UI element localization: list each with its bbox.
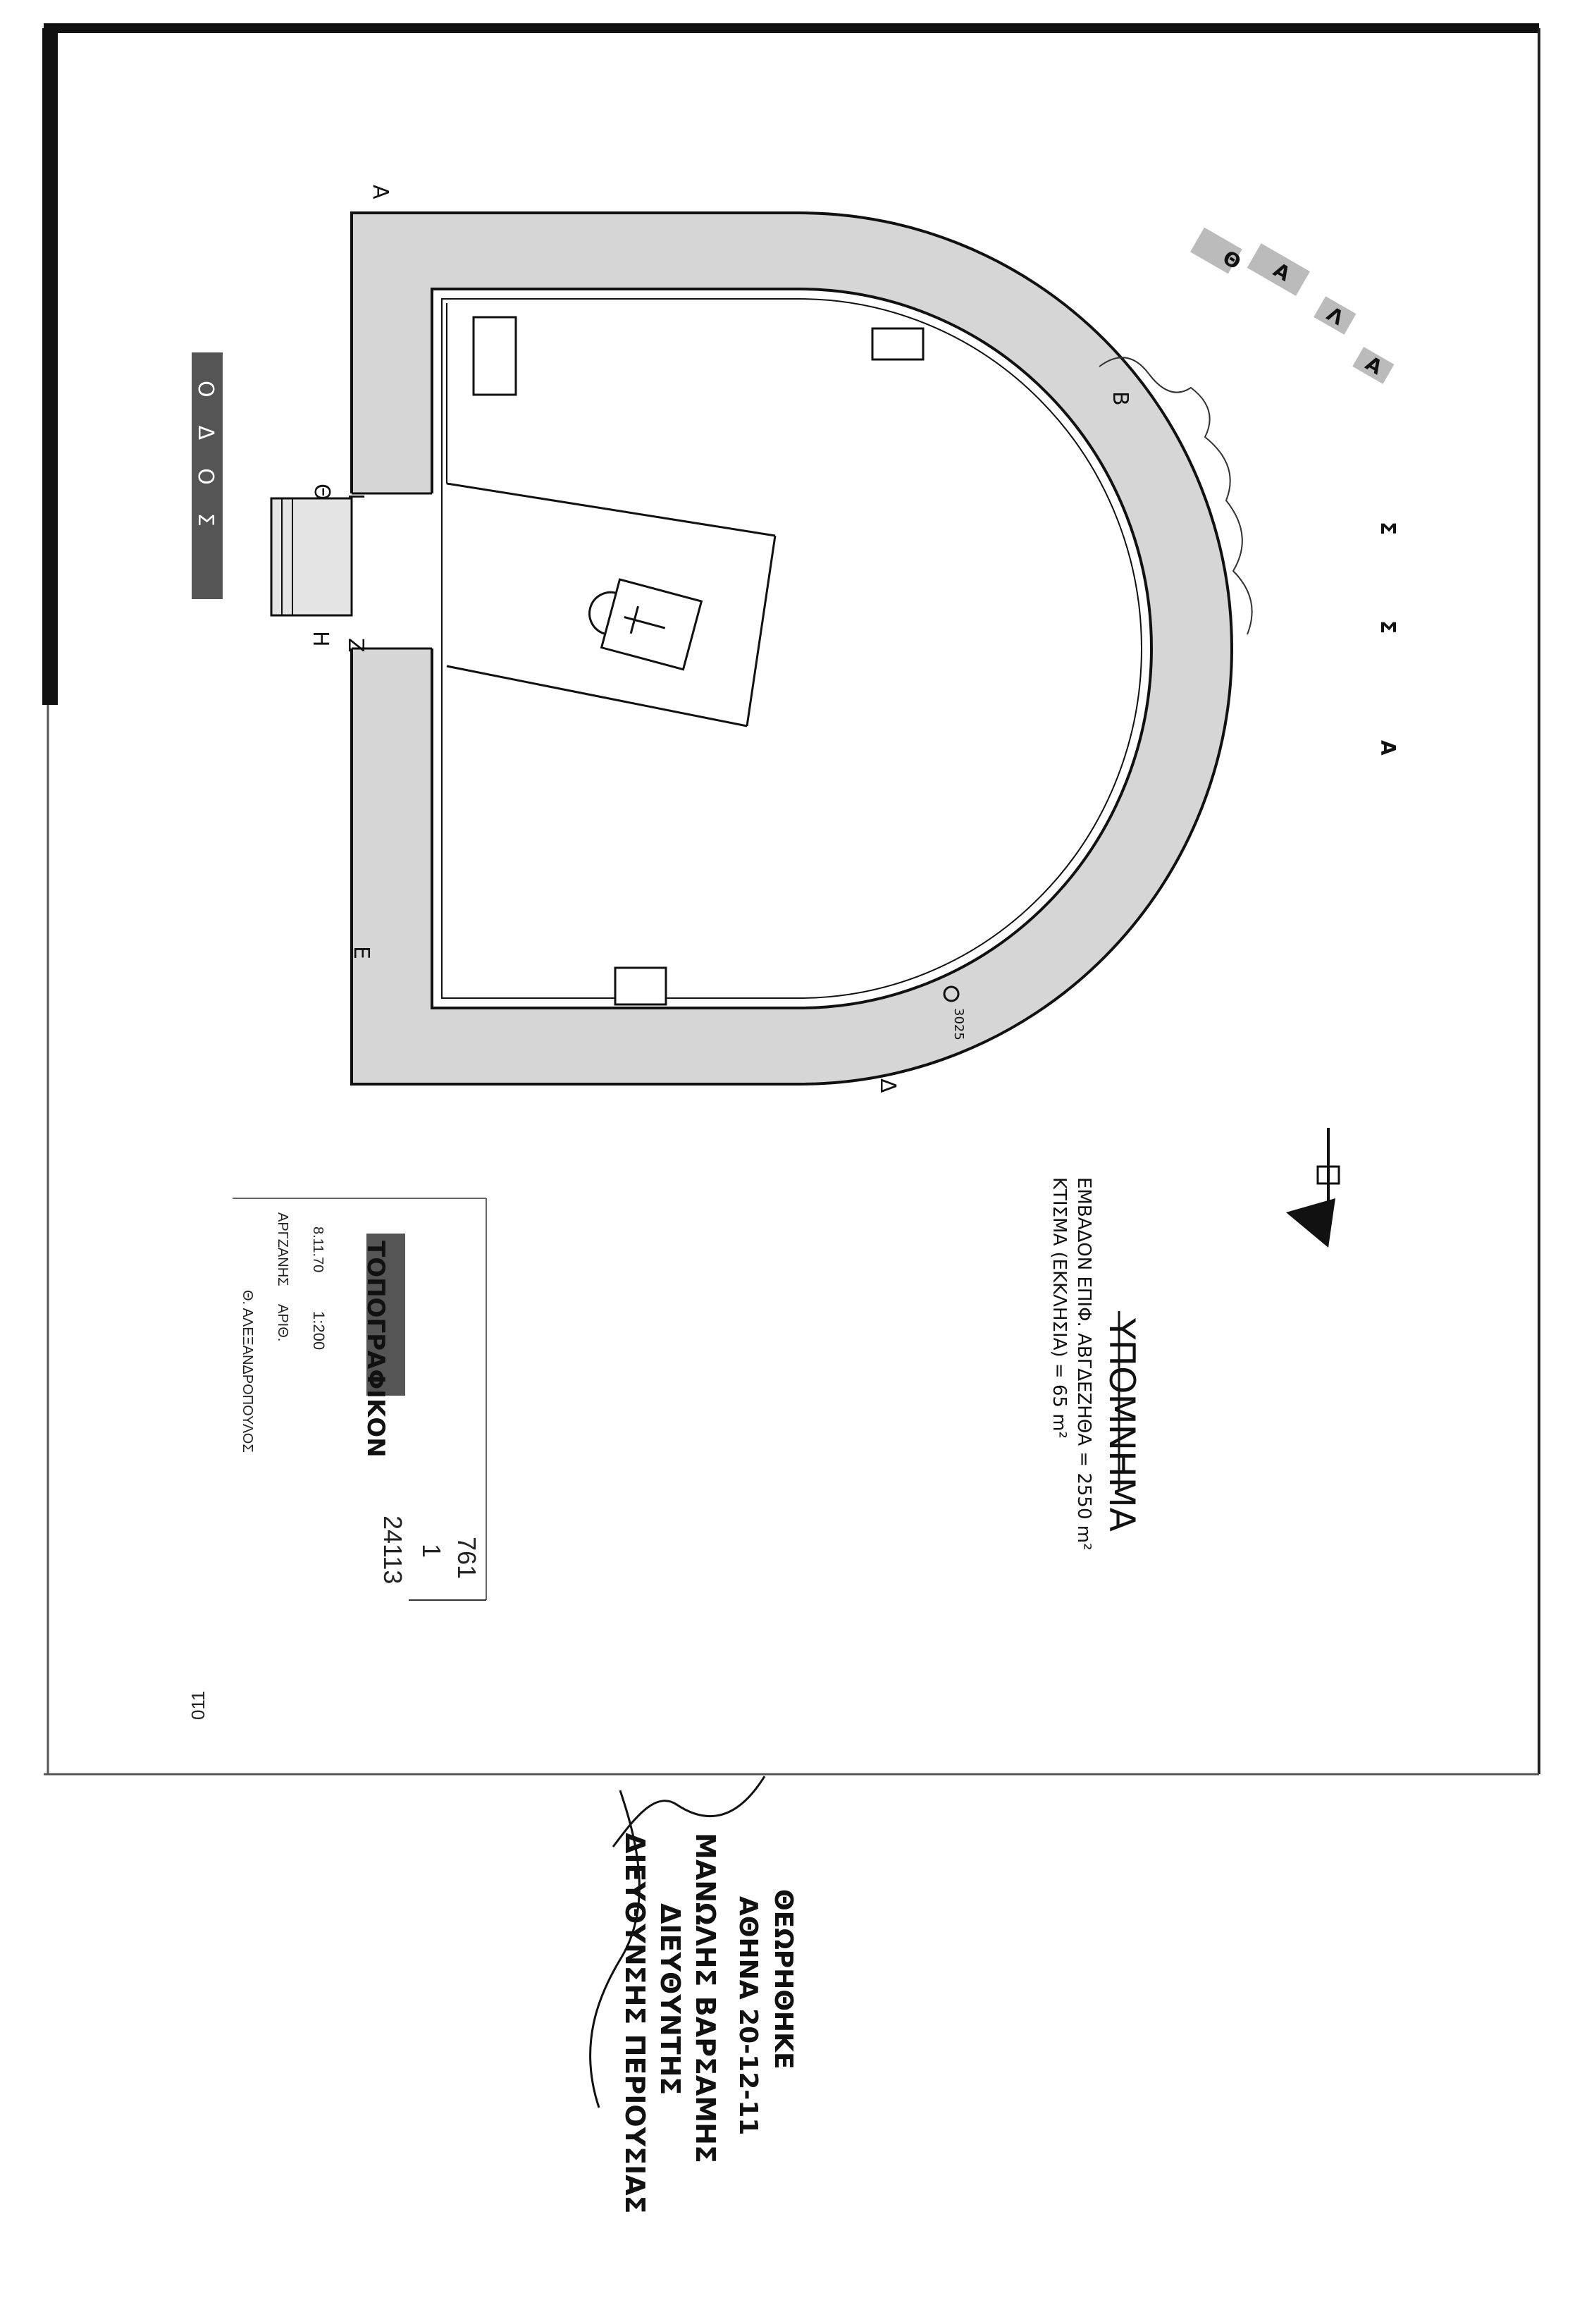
svg-text:ΑΡΓΖΑΝΗΣ: ΑΡΓΖΑΝΗΣ xyxy=(275,1212,290,1286)
approved-label: ΘΕΩΡΗΘΗΚΕ xyxy=(769,1889,798,2070)
ref-bottom: 24113 xyxy=(378,1515,407,1584)
plot-boundary xyxy=(270,211,1253,1086)
page-code: 011 xyxy=(187,1691,209,1720)
svg-text:Σ: Σ xyxy=(1376,522,1399,535)
legend-area-line: ΕΜΒΑΔΟΝ ΕΠΙΦ. ΑΒΓΔΕΖΗΘΑ = 2550 m² xyxy=(1073,1177,1094,1551)
gate-bottom xyxy=(614,966,667,1006)
corner-h: Η xyxy=(308,631,333,647)
north-arrow-icon xyxy=(1286,1128,1340,1248)
legend: ΥΠΟΜΝΗΜΑ ΕΜΒΑΔΟΝ ΕΠΙΦ. ΑΒΓΔΕΖΗΘΑ = 2550 … xyxy=(1049,1177,1142,1551)
gate-top xyxy=(871,327,925,361)
svg-text:ΟΔΟΣ: ΟΔΟΣ xyxy=(193,381,218,555)
corner-b: Β xyxy=(1108,391,1132,406)
ref-top: 761 xyxy=(452,1537,481,1579)
legend-building-line: ΚΤΙΣΜΑ (ΕΚΚΛΗΣΙΑ) = 65 m² xyxy=(1049,1177,1070,1439)
drawing-frame xyxy=(42,23,1540,1776)
svg-text:ΑΡΙΘ.: ΑΡΙΘ. xyxy=(275,1304,290,1341)
corner-e: Ε xyxy=(349,946,373,959)
corner-i: Ι xyxy=(343,493,368,500)
signer-name: ΜΑΝΩΛΗΣ ΒΑΡΣΑΜΗΣ xyxy=(690,1833,721,2163)
church-symbol xyxy=(588,578,703,671)
svg-text:Θ. ΑΛΕΞΑΝΔΡΟΠΟΥΛΟΣ: Θ. ΑΛΕΞΑΝΔΡΟΠΟΥΛΟΣ xyxy=(240,1290,255,1453)
signer-role: ΔΙΕΥΘΥΝΤΗΣ xyxy=(655,1903,686,2095)
legend-title: ΥΠΟΜΝΗΜΑ xyxy=(1101,1317,1142,1532)
ref-mid: 1 xyxy=(417,1544,446,1558)
svg-text:Σ: Σ xyxy=(1376,620,1399,634)
road-label: ΟΔΟΣ xyxy=(192,352,223,599)
signature xyxy=(589,1776,766,2108)
svg-text:8.11.70: 8.11.70 xyxy=(310,1226,326,1272)
svg-text:1:200: 1:200 xyxy=(310,1311,328,1350)
corner-z: Ζ xyxy=(343,638,368,653)
corner-a: Α xyxy=(368,185,393,199)
svg-text:Α: Α xyxy=(1376,740,1399,756)
corner-labels: Α Β Δ Ε Ζ Η Ι Θ 3025 xyxy=(308,185,1132,1093)
place-date: ΑΘΗΝΑ 20-12-11 xyxy=(734,1896,762,2135)
sea-label: Θ Α Λ Α Σ Σ Α xyxy=(1190,227,1399,756)
endorsement-stamp: ΘΕΩΡΗΘΗΚΕ ΑΘΗΝΑ 20-12-11 ΜΑΝΩΛΗΣ ΒΑΡΣΑΜΗ… xyxy=(589,1776,798,2214)
signer-department: ΔΙΕΥΘΥΝΣΗΣ ΠΕΡΙΟΥΣΙΑΣ xyxy=(619,1833,650,2214)
title-heading: ΤΟΠΟΓΡΑΦΙΚΟΝ xyxy=(361,1241,390,1458)
corner-d: Δ xyxy=(875,1078,900,1093)
title-block: ΤΟΠΟΓΡΑΦΙΚΟΝ 8.11.70 1:200 ΑΡΓΖΑΝΗΣ ΑΡΙΘ… xyxy=(187,1198,487,1720)
point-label: 3025 xyxy=(951,1008,966,1040)
corner-th: Θ xyxy=(309,484,334,500)
